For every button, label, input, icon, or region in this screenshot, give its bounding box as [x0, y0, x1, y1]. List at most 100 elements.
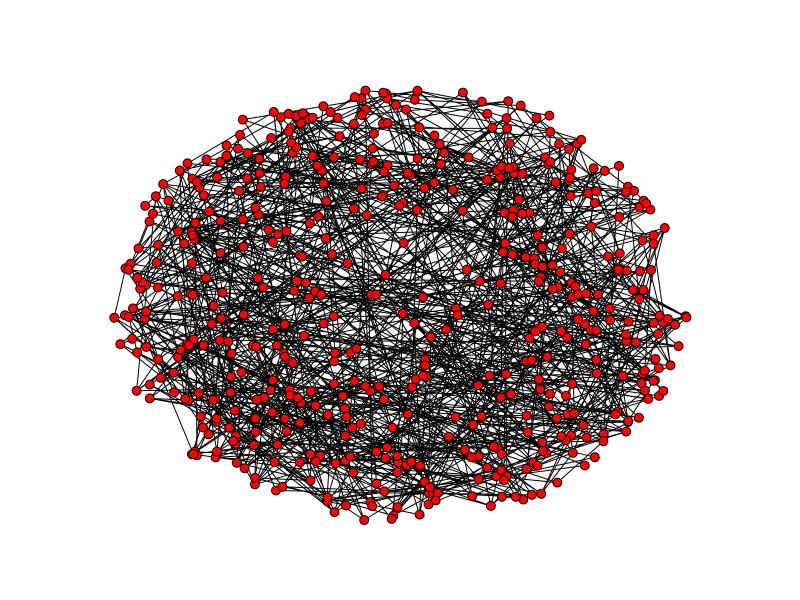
graph-node	[258, 282, 269, 293]
graph-edge	[255, 207, 480, 480]
graph-node	[551, 413, 562, 424]
graph-node	[531, 112, 542, 123]
graph-node	[495, 278, 506, 289]
graph-edge	[183, 243, 542, 495]
graph-node	[153, 239, 164, 250]
graph-node	[473, 474, 484, 485]
graph-node	[127, 333, 138, 344]
graph-node	[623, 416, 634, 427]
graph-node	[318, 101, 329, 112]
graph-node	[398, 237, 409, 248]
graph-edge	[608, 255, 652, 271]
graph-edge	[177, 356, 265, 399]
graph-node	[250, 413, 261, 424]
graph-edge	[635, 227, 666, 343]
graph-node	[648, 375, 659, 386]
graph-node	[498, 247, 508, 258]
graph-node	[476, 96, 487, 107]
graph-edge	[191, 360, 335, 455]
graph-node	[151, 257, 162, 268]
graph-node	[604, 303, 615, 314]
graph-node	[515, 100, 526, 111]
graph-node	[621, 265, 632, 276]
graph-node	[567, 378, 578, 389]
graph-node	[389, 180, 400, 191]
graph-node	[533, 276, 544, 287]
graph-node	[496, 449, 507, 459]
graph-edge	[149, 221, 264, 288]
graph-node	[504, 163, 515, 173]
graph-node	[613, 264, 624, 275]
graph-node	[487, 122, 498, 133]
graph-node	[517, 168, 528, 179]
graph-edge	[237, 148, 361, 161]
graph-node	[212, 172, 223, 183]
graph-edge	[540, 315, 686, 390]
graph-node	[581, 432, 592, 443]
graph-node	[123, 264, 134, 275]
graph-node	[304, 218, 315, 229]
graph-node	[279, 319, 290, 330]
graph-node	[397, 308, 408, 319]
graph-node	[237, 114, 248, 125]
graph-node	[409, 318, 420, 328]
graph-node	[592, 368, 602, 379]
graph-node	[279, 178, 290, 189]
graph-node	[403, 409, 413, 420]
graph-edge	[466, 252, 620, 271]
graph-edge	[353, 123, 551, 163]
graph-node	[537, 446, 548, 457]
graph-node	[552, 477, 563, 488]
graph-edge	[526, 326, 543, 469]
graph-node	[301, 277, 311, 288]
graph-node	[294, 417, 305, 428]
graph-node	[507, 249, 518, 260]
graph-edge	[557, 440, 604, 483]
graph-node	[387, 422, 398, 433]
graph-node	[617, 370, 628, 381]
graph-node	[367, 143, 378, 154]
graph-edge	[330, 90, 418, 113]
graph-edge	[506, 373, 660, 397]
graph-edge	[272, 128, 508, 413]
graph-edge	[626, 340, 660, 369]
graph-node	[662, 314, 673, 324]
graph-edge	[211, 323, 274, 381]
graph-node	[614, 160, 624, 171]
graph-node	[204, 206, 215, 217]
graph-node	[623, 316, 634, 327]
graph-edge	[491, 127, 611, 309]
graph-node	[450, 412, 461, 423]
graph-edge	[425, 314, 459, 377]
graph-node	[521, 463, 532, 474]
graph-node	[356, 183, 367, 194]
graph-edge	[277, 233, 490, 377]
graph-node	[628, 285, 639, 296]
graph-node	[141, 306, 152, 317]
graph-edge	[177, 122, 388, 297]
graph-node	[461, 264, 472, 275]
graph-node	[415, 460, 426, 471]
graph-edge	[585, 344, 616, 415]
graph-node	[329, 378, 340, 389]
graph-node	[588, 163, 599, 174]
graph-node	[286, 137, 297, 148]
graph-node	[233, 143, 243, 154]
graph-node	[496, 392, 506, 403]
graph-edge	[247, 152, 286, 357]
graph-edge	[385, 93, 411, 176]
graph-node	[425, 332, 436, 343]
graph-edge	[505, 374, 508, 477]
graph-edge	[569, 168, 595, 234]
graph-edge	[230, 214, 259, 377]
graph-node	[482, 462, 493, 473]
graph-edge	[513, 173, 523, 214]
graph-node	[266, 133, 277, 143]
graph-node	[250, 472, 261, 483]
graph-edge	[215, 456, 497, 477]
graph-node	[418, 370, 429, 381]
graph-node	[328, 311, 339, 322]
graph-node	[567, 447, 578, 458]
graph-edge	[560, 330, 649, 400]
